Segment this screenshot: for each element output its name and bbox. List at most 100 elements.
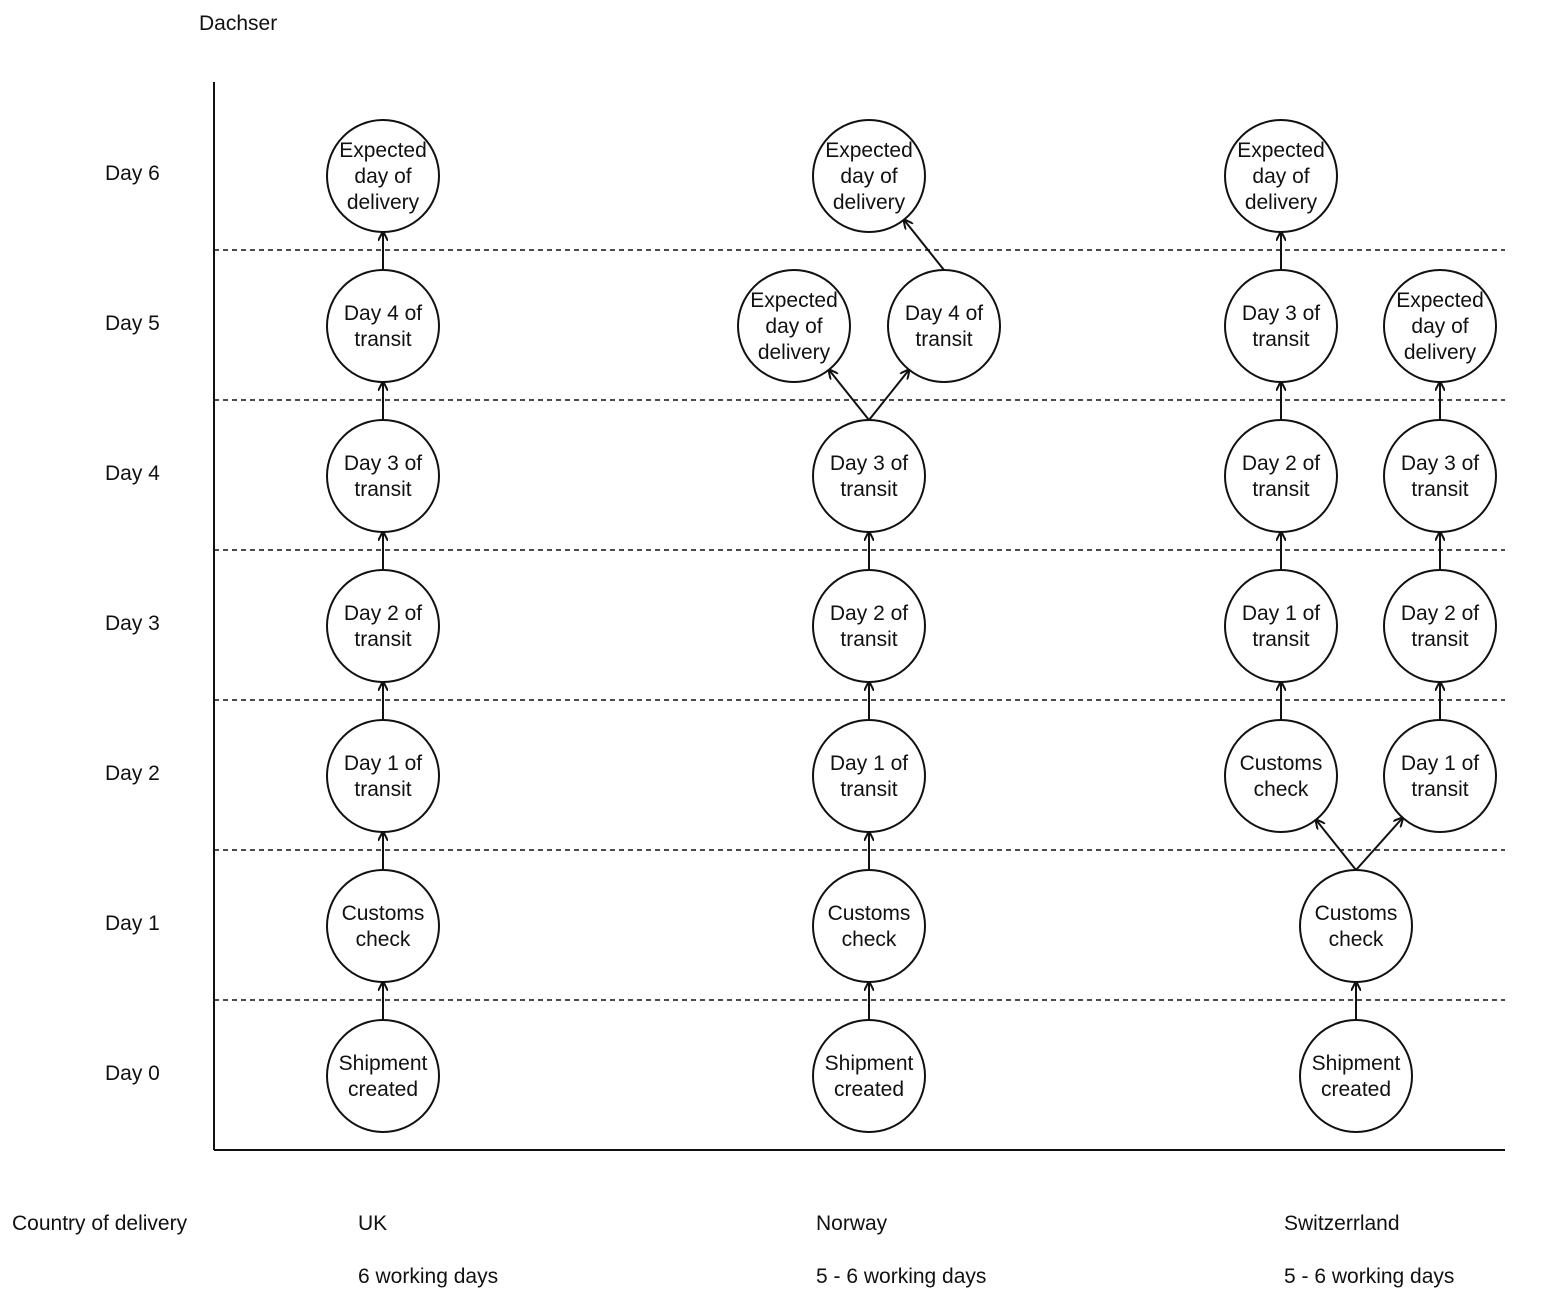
flow-arrow <box>904 220 945 271</box>
node-label: Day 2 of <box>830 602 908 625</box>
node-circle <box>326 269 440 383</box>
flow-node: Day 2 of transit <box>812 569 926 683</box>
node-circle <box>1299 869 1413 983</box>
flow-arrow <box>868 370 909 421</box>
country-duration: 5 - 6 working days <box>1284 1265 1455 1288</box>
node-label: transit <box>840 478 897 501</box>
node-label: delivery <box>1404 341 1477 364</box>
day-separators <box>214 249 1505 1001</box>
flow-node: Customs check <box>1224 719 1338 833</box>
node-label: Customs <box>1240 752 1323 775</box>
node-label: transit <box>354 628 411 651</box>
node-circle <box>812 119 926 233</box>
node-circle <box>1383 719 1497 833</box>
node-label: day of <box>354 165 411 188</box>
node-circle <box>1224 419 1338 533</box>
node-label: day of <box>840 165 897 188</box>
node-circle <box>1383 569 1497 683</box>
node-circle <box>737 269 851 383</box>
node-label: transit <box>354 778 411 801</box>
day-label: Day 0 <box>105 1062 160 1085</box>
flow-arrow <box>1355 818 1403 871</box>
flow-node: Day 1 of transit <box>1383 719 1497 833</box>
node-circle <box>326 869 440 983</box>
node-circle <box>812 419 926 533</box>
node-circle <box>1383 269 1497 383</box>
country-name: Norway <box>816 1212 888 1235</box>
node-label: Day 3 of <box>830 452 908 475</box>
flow-arrow <box>1316 820 1357 871</box>
day-label: Day 5 <box>105 312 160 335</box>
node-label: check <box>842 928 897 951</box>
node-label: Day 1 of <box>344 752 422 775</box>
node-label: Expected <box>1396 289 1484 312</box>
flow-node: Day 1 of transit <box>1224 569 1338 683</box>
flow-node: Day 3 of transit <box>326 419 440 533</box>
node-circle <box>1224 719 1338 833</box>
node-label: transit <box>1252 628 1309 651</box>
node-label: Customs <box>342 902 425 925</box>
country-of-delivery-label: Country of delivery <box>12 1212 188 1235</box>
node-circle <box>1383 419 1497 533</box>
country-duration: 6 working days <box>358 1265 499 1288</box>
node-label: day of <box>765 315 822 338</box>
node-label: check <box>1329 928 1384 951</box>
node-label: Expected <box>750 289 838 312</box>
node-label: Shipment <box>1312 1052 1401 1075</box>
node-label: transit <box>840 628 897 651</box>
node-label: check <box>1254 778 1309 801</box>
node-circle <box>812 569 926 683</box>
node-label: Shipment <box>825 1052 914 1075</box>
day-label: Day 3 <box>105 612 160 635</box>
node-label: transit <box>915 328 972 351</box>
flow-arrows <box>383 220 1440 1020</box>
day-label: Day 2 <box>105 762 160 785</box>
node-label: Customs <box>828 902 911 925</box>
node-label: day of <box>1252 165 1309 188</box>
node-label: Shipment <box>339 1052 428 1075</box>
node-circle <box>1299 1019 1413 1133</box>
flow-node: Day 2 of transit <box>326 569 440 683</box>
node-label: Day 2 of <box>344 602 422 625</box>
node-circle <box>326 1019 440 1133</box>
node-label: created <box>348 1078 418 1101</box>
node-label: transit <box>1252 328 1309 351</box>
node-circle <box>326 419 440 533</box>
flow-arrow <box>829 370 870 421</box>
node-label: delivery <box>1245 191 1318 214</box>
diagram-title: Dachser <box>199 12 278 35</box>
country-name: UK <box>358 1212 388 1235</box>
flow-node: Expected day of delivery <box>1224 119 1338 233</box>
node-label: Expected <box>1237 139 1325 162</box>
node-label: transit <box>1411 478 1468 501</box>
node-label: transit <box>1252 478 1309 501</box>
node-label: created <box>834 1078 904 1101</box>
node-label: delivery <box>758 341 831 364</box>
node-label: transit <box>354 478 411 501</box>
node-circle <box>812 1019 926 1133</box>
node-label: Day 4 of <box>905 302 983 325</box>
flow-node: Customs check <box>812 869 926 983</box>
flow-node: Shipment created <box>812 1019 926 1133</box>
node-label: transit <box>840 778 897 801</box>
node-label: Day 1 of <box>1242 602 1320 625</box>
node-label: Day 1 of <box>830 752 908 775</box>
node-circle <box>326 119 440 233</box>
node-label: Day 1 of <box>1401 752 1479 775</box>
node-label: Expected <box>339 139 427 162</box>
flow-node: Expected day of delivery <box>737 269 851 383</box>
node-circle <box>812 869 926 983</box>
node-label: Day 3 of <box>344 452 422 475</box>
node-label: transit <box>1411 778 1468 801</box>
node-circle <box>887 269 1001 383</box>
country-name: Switzerrland <box>1284 1212 1400 1235</box>
flow-nodes: Shipment created Customs check Day 1 of trans… <box>326 119 1497 1133</box>
